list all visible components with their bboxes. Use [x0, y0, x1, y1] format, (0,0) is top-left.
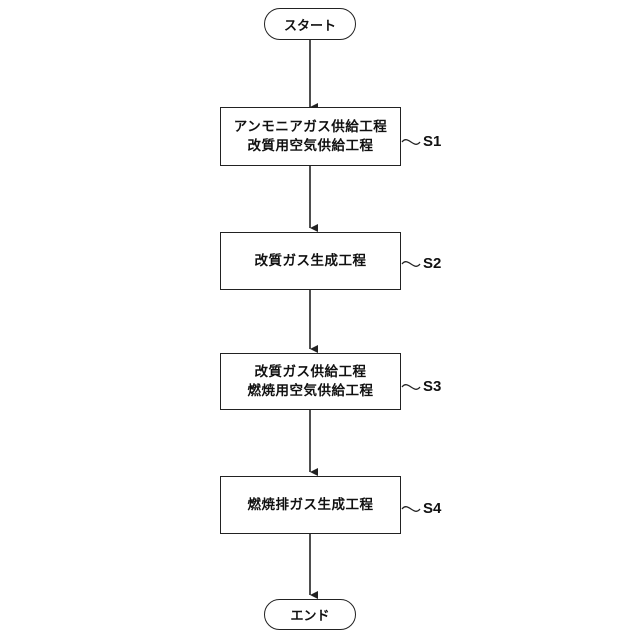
- start-label: スタート: [284, 15, 336, 34]
- process-s3-line-1: 改質ガス供給工程: [255, 363, 367, 382]
- leader-line-s4: [402, 507, 420, 512]
- end-label: エンド: [290, 605, 329, 624]
- process-s1-line-1: アンモニアガス供給工程: [234, 118, 387, 137]
- process-s4-line-1: 燃焼排ガス生成工程: [248, 496, 374, 515]
- step-id-s1: S1: [423, 133, 441, 150]
- start-terminal: スタート: [264, 8, 356, 40]
- leader-line-s1: [402, 140, 420, 145]
- process-box-s4: 燃焼排ガス生成工程: [220, 476, 401, 534]
- process-s1-line-2: 改質用空気供給工程: [248, 137, 374, 156]
- process-s3-line-2: 燃焼用空気供給工程: [248, 382, 374, 401]
- step-id-s4: S4: [423, 500, 441, 517]
- process-box-s3: 改質ガス供給工程 燃焼用空気供給工程: [220, 353, 401, 410]
- process-box-s1: アンモニアガス供給工程 改質用空気供給工程: [220, 107, 401, 166]
- leader-line-s2: [402, 262, 420, 267]
- step-id-s2: S2: [423, 255, 441, 272]
- process-s2-line-1: 改質ガス生成工程: [255, 252, 367, 271]
- end-terminal: エンド: [264, 599, 356, 630]
- leader-line-s3: [402, 385, 420, 390]
- process-box-s2: 改質ガス生成工程: [220, 232, 401, 290]
- step-id-s3: S3: [423, 378, 441, 395]
